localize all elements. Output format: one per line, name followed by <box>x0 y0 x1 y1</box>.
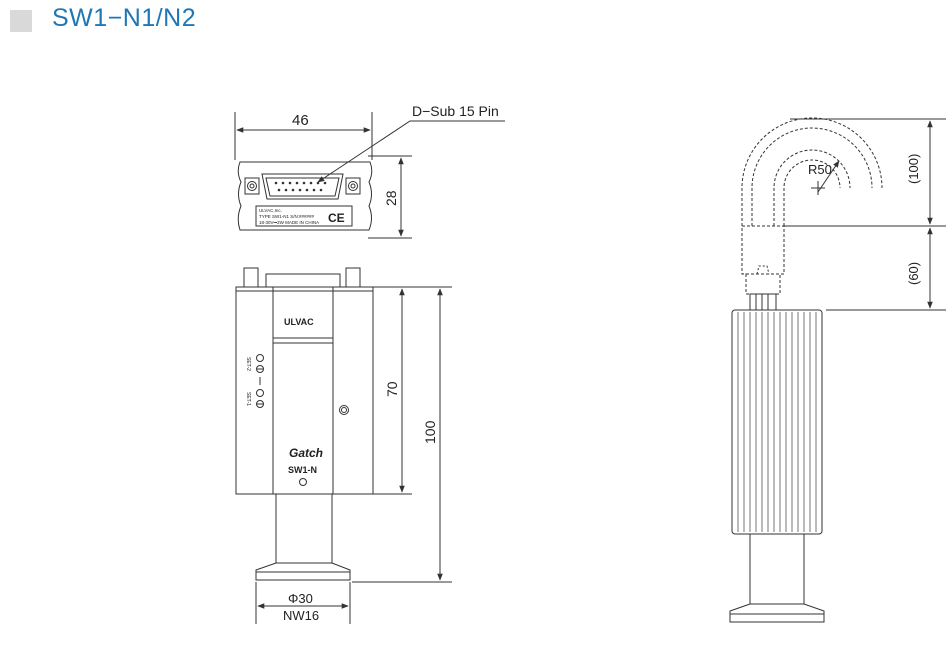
dim-upper-label: (100) <box>906 154 921 184</box>
ce-mark: CE <box>328 211 345 225</box>
dim-46 <box>234 112 373 160</box>
page-title: SW1−N1/N2 <box>52 4 197 32</box>
left-screw <box>244 177 260 195</box>
front-view <box>235 267 374 581</box>
knurling <box>737 312 817 532</box>
dsub-label: D−Sub 15 Pin <box>412 103 499 119</box>
nameplate-line-2: TYPE SW1-N1 S/N:###### <box>259 214 315 219</box>
flange-dim-line-2: NW16 <box>283 608 319 623</box>
set-2-label: SET-2 <box>245 357 251 371</box>
dim-100-label: 100 <box>422 420 438 444</box>
nameplate-line-1: ULVAC,Inc. <box>259 208 282 213</box>
side-body <box>731 309 823 535</box>
product-logo: Gatch <box>289 446 323 460</box>
side-dims <box>784 118 946 311</box>
dim-46-label: 46 <box>292 112 309 129</box>
dim-70-label: 70 <box>384 381 400 397</box>
front-view-text: ULVAC Gatch SW1-N SET-2 SET-1 <box>245 317 323 475</box>
model-label: SW1-N <box>288 465 317 475</box>
brand-logo: ULVAC <box>284 317 314 327</box>
right-screw <box>345 177 361 195</box>
dim-lower-label: (60) <box>906 262 921 285</box>
title-marker <box>10 10 32 32</box>
nameplate <box>255 205 353 227</box>
dsub-leader <box>317 120 505 183</box>
front-body <box>235 286 374 495</box>
dim-28-label: 28 <box>383 190 399 206</box>
dim-100 <box>352 286 452 583</box>
dsub-pins <box>274 181 327 192</box>
side-view <box>729 117 883 623</box>
dim-flange <box>255 582 351 624</box>
nameplate-line-3: 18-30V⎓2W MADE IN CHINA <box>259 220 319 225</box>
flange-dim-line-1: Φ30 <box>288 591 313 606</box>
dim-28 <box>368 155 412 239</box>
set-1-label: SET-1 <box>245 392 251 406</box>
radius-label: R50 <box>808 162 832 177</box>
nameplate-text: ULVAC,Inc. TYPE SW1-N1 S/N:###### 18-30V… <box>259 208 345 225</box>
